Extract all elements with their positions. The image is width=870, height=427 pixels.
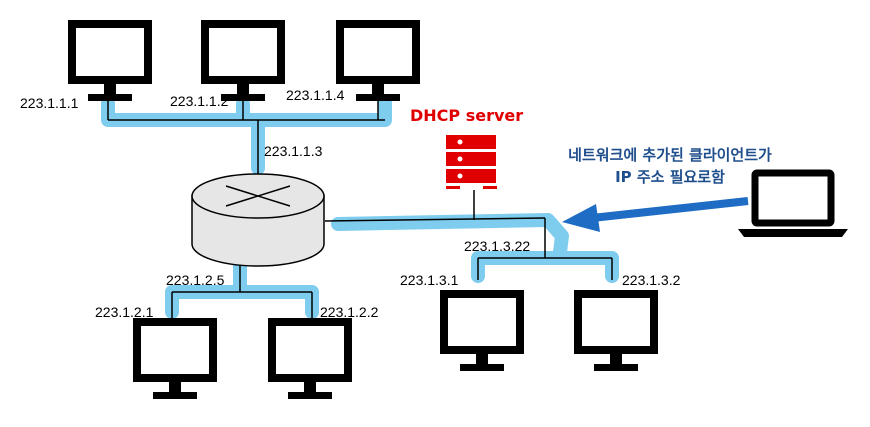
subnet2-host-2-ip: 223.1.2.2 [320, 304, 379, 320]
subnet2-host-1-ip: 223.1.2.1 [95, 304, 154, 320]
subnet1-router-ip: 223.1.1.3 [264, 143, 323, 159]
server-icon [446, 135, 497, 189]
dhcp-server-label: DHCP server [410, 106, 524, 125]
monitor-icon [578, 294, 654, 371]
subnet3-host-2-ip: 223.1.3.2 [622, 272, 681, 288]
laptop-icon [738, 169, 848, 237]
subnet1-host-3-ip: 223.1.1.4 [286, 87, 345, 103]
monitor-icon [444, 294, 520, 371]
router-icon [191, 173, 325, 267]
monitor-icon [205, 24, 281, 101]
subnet2-router-ip: 223.1.2.5 [166, 272, 225, 288]
arrow-left-icon [562, 197, 749, 232]
wire [324, 217, 546, 222]
new-client-note-line2: IP 주소 필요로함 [615, 168, 725, 186]
subnet3-highlight [471, 251, 619, 283]
monitor-icon [340, 24, 416, 101]
subnet1-host-2-ip: 223.1.1.2 [170, 93, 229, 109]
monitor-icon [72, 24, 148, 101]
monitor-icon [137, 322, 213, 399]
monitor-icon [272, 322, 348, 399]
new-client-note-line1: 네트워크에 추가된 클라이언트가 [568, 146, 772, 164]
subnet1-host-1-ip: 223.1.1.1 [20, 95, 79, 111]
new-client-note: 네트워크에 추가된 클라이언트가 IP 주소 필요로함 [520, 144, 820, 188]
subnet3-host-1-ip: 223.1.3.1 [400, 272, 459, 288]
subnet3-uplink-highlight [331, 213, 569, 259]
subnet3-router-ip: 223.1.3.22 [464, 238, 531, 254]
wires [107, 98, 613, 318]
